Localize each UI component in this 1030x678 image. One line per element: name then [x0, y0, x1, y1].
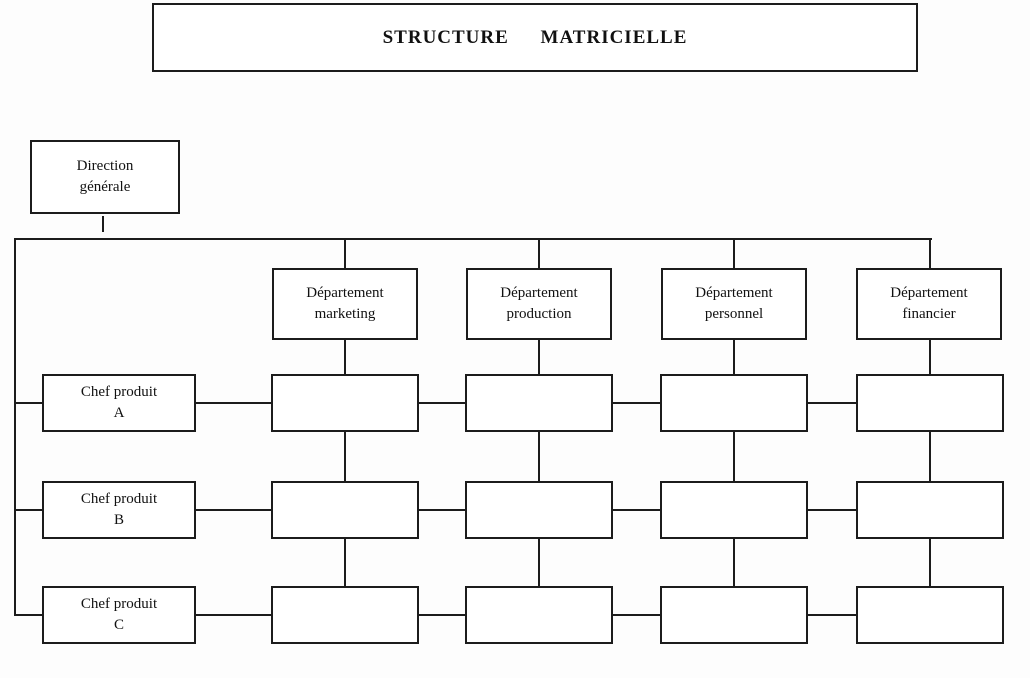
chef-produit-a-box: Chef produit A [42, 374, 196, 432]
department-financier-box: Département financier [856, 268, 1002, 340]
connector-row-b-cell1-cell2 [419, 509, 465, 511]
matrix-cell-financier-b [856, 481, 1004, 539]
connector-row-c-cell3-cell4 [808, 614, 856, 616]
connector-col-marketing-b-c [344, 539, 346, 586]
matrix-cell-marketing-c [271, 586, 419, 644]
matrix-cell-financier-c [856, 586, 1004, 644]
matrix-cell-personnel-a [660, 374, 808, 432]
connector-row-c-cell2-cell3 [613, 614, 660, 616]
matrix-cell-personnel-c [660, 586, 808, 644]
connector-col-financier-dept-a [929, 340, 931, 374]
connector-col-marketing-a-b [344, 432, 346, 481]
matrix-cell-personnel-b [660, 481, 808, 539]
connector-row-b-chef-cell1 [196, 509, 271, 511]
connector-row-c-left [14, 614, 42, 616]
connector-row-a-cell3-cell4 [808, 402, 856, 404]
connector-col-financier-a-b [929, 432, 931, 481]
connector-col-personnel-dept-a [733, 340, 735, 374]
connector-row-a-cell2-cell3 [613, 402, 660, 404]
matrix-cell-production-c [465, 586, 613, 644]
connector-direction-stub [102, 216, 104, 232]
matrix-cell-marketing-a [271, 374, 419, 432]
connector-row-b-cell3-cell4 [808, 509, 856, 511]
connector-row-c-chef-cell1 [196, 614, 271, 616]
connector-row-c-cell1-cell2 [419, 614, 465, 616]
connector-left-vertical [14, 238, 16, 616]
matrix-cell-marketing-b [271, 481, 419, 539]
connector-col-production-b-c [538, 539, 540, 586]
connector-row-a-left [14, 402, 42, 404]
connector-drop-personnel [733, 240, 735, 268]
connector-col-personnel-b-c [733, 539, 735, 586]
chef-produit-b-box: Chef produit B [42, 481, 196, 539]
department-personnel-box: Département personnel [661, 268, 807, 340]
connector-row-a-cell1-cell2 [419, 402, 465, 404]
connector-col-production-dept-a [538, 340, 540, 374]
connector-drop-marketing [344, 240, 346, 268]
diagram-title: STRUCTURE MATRICIELLE [382, 26, 688, 48]
connector-drop-production [538, 240, 540, 268]
matrix-cell-financier-a [856, 374, 1004, 432]
department-production-box: Département production [466, 268, 612, 340]
direction-generale-box: Direction générale [30, 140, 180, 214]
connector-col-marketing-dept-a [344, 340, 346, 374]
chef-produit-c-box: Chef produit C [42, 586, 196, 644]
connector-row-b-cell2-cell3 [613, 509, 660, 511]
title-box: STRUCTURE MATRICIELLE [152, 3, 918, 72]
connector-col-production-a-b [538, 432, 540, 481]
matrix-cell-production-b [465, 481, 613, 539]
connector-col-personnel-a-b [733, 432, 735, 481]
connector-trunk-horizontal [14, 238, 932, 240]
department-marketing-box: Département marketing [272, 268, 418, 340]
connector-col-financier-b-c [929, 539, 931, 586]
matrix-cell-production-a [465, 374, 613, 432]
connector-drop-financier [929, 240, 931, 268]
connector-row-a-chef-cell1 [196, 402, 271, 404]
connector-row-b-left [14, 509, 42, 511]
